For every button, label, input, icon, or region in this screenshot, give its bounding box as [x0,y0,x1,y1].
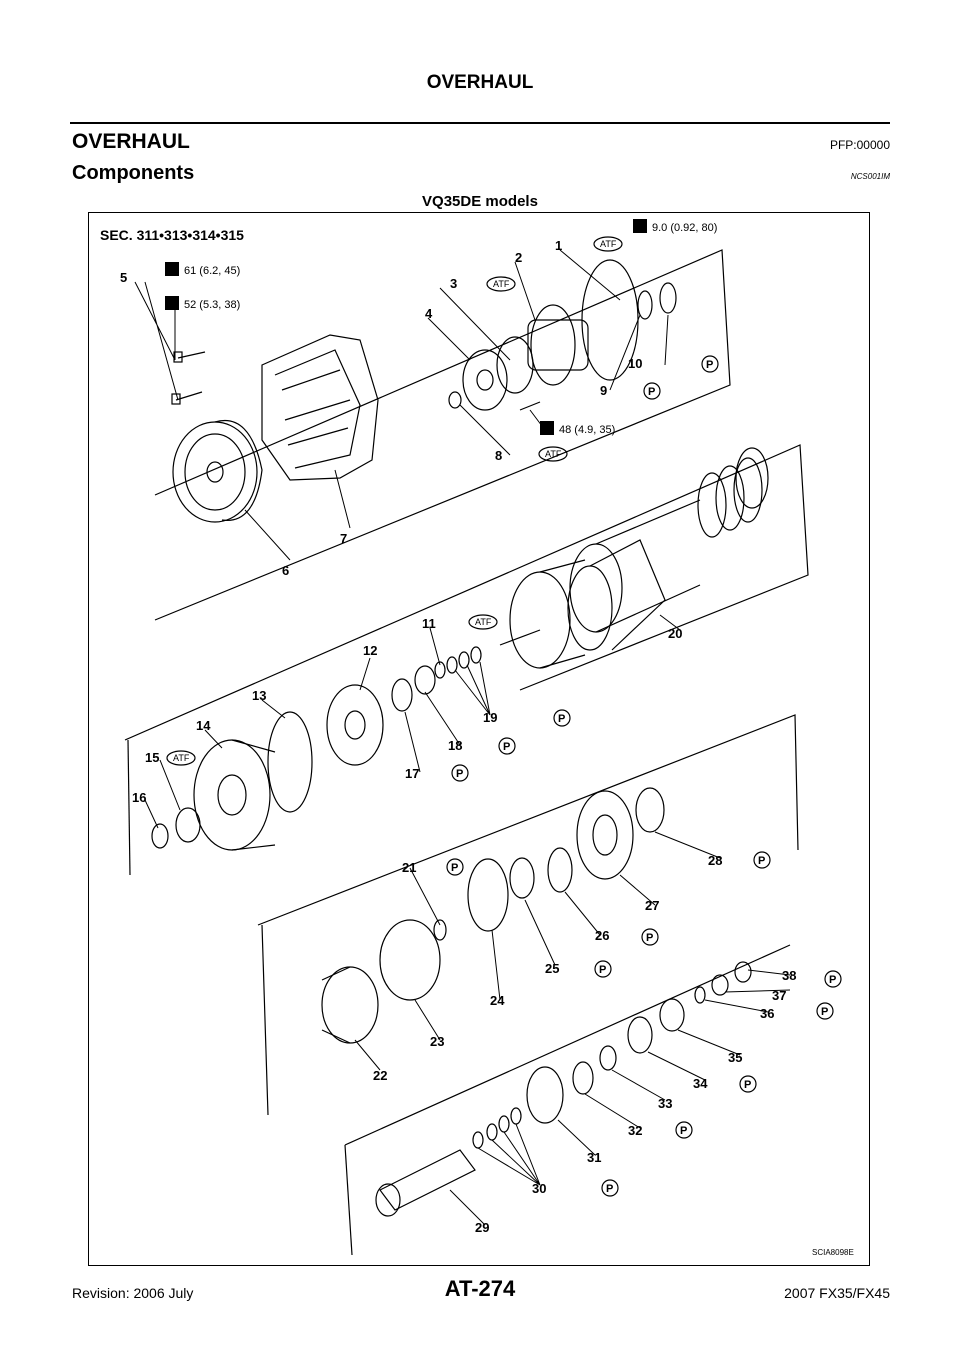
callout-21: 21 [402,860,416,875]
torque-1: 9.0 (0.92, 80) [652,222,717,234]
p-label: P [680,1125,687,1137]
callout-23: 23 [430,1034,444,1049]
p-label: P [456,768,463,780]
callout-22: 22 [373,1068,387,1083]
torque-wrench-icon [165,296,179,310]
revision-date: Revision: 2006 July [72,1285,194,1301]
callout-8: 8 [495,448,502,463]
callout-27: 27 [645,898,659,913]
oil-pump-assembly [448,259,677,411]
p-label: P [744,1079,751,1091]
section-title: OVERHAUL [72,130,190,153]
torque-4: 48 (4.9, 35) [559,424,615,436]
torque-wrench-icon [165,262,179,276]
callout-18: 18 [448,738,462,753]
callout-labels: 1 2 3 4 5 6 7 8 9 10 11 12 13 14 15 16 1… [120,238,796,1235]
callout-17: 17 [405,766,419,781]
callout-7: 7 [340,531,347,546]
callout-13: 13 [252,688,266,703]
p-label: P [606,1183,613,1195]
callout-11: 11 [422,616,436,631]
callout-14: 14 [196,718,211,733]
callout-28: 28 [708,853,722,868]
callout-37: 37 [772,988,786,1003]
torque-3: 52 (5.3, 38) [184,299,240,311]
atf-symbols: ATF ATF ATF ATF ATF [166,236,623,766]
p-label: P [599,964,606,976]
callout-36: 36 [760,1006,774,1021]
callout-19: 19 [483,710,497,725]
atf-label: ATF [475,617,492,627]
p-label: P [558,713,565,725]
header-rule [70,122,890,124]
sec-label: SEC. 311•313•314•315 [100,227,244,243]
atf-label: ATF [545,449,562,459]
converter-housing [261,334,379,481]
torque-values: 9.0 (0.92, 80) 61 (6.2, 45) 52 (5.3, 38)… [165,219,717,436]
p-label: P [758,855,765,867]
p-label: P [648,386,655,398]
p-label: P [706,359,713,371]
callout-6: 6 [282,563,289,578]
leader-lines [134,249,791,1226]
p-symbols: P P P P P P P P P P P P P P [446,355,842,1197]
input-clutch-group [499,447,769,669]
figure-ref-code: SCIA8098E [812,1248,854,1257]
callout-9: 9 [600,383,607,398]
p-label: P [829,974,836,986]
p-label: P [503,741,510,753]
p-label: P [451,862,458,874]
p-label: P [646,932,653,944]
callout-1: 1 [555,238,562,253]
vehicle-model: 2007 FX35/FX45 [784,1285,890,1301]
callout-16: 16 [132,790,146,805]
callout-24: 24 [490,993,505,1008]
callout-35: 35 [728,1050,742,1065]
callout-25: 25 [545,961,559,976]
callout-32: 32 [628,1123,642,1138]
callout-31: 31 [587,1150,601,1165]
output-shaft-parts [375,961,752,1217]
housing-bolts [171,351,206,405]
group-divider-lines [124,249,809,1256]
torque-wrench-icon [540,421,554,435]
running-header: OVERHAUL [426,72,534,93]
figure-caption: VQ35DE models [422,193,538,210]
figure-frame [88,212,870,1266]
callout-38: 38 [782,968,796,983]
torque-2: 61 (6.2, 45) [184,265,240,277]
rear-clutch-parts [321,787,665,1044]
callout-2: 2 [515,250,522,265]
callout-15: 15 [145,750,159,765]
atf-label: ATF [493,279,510,289]
torque-converter [172,420,263,523]
atf-label: ATF [173,753,190,763]
callout-34: 34 [693,1076,708,1091]
callout-12: 12 [363,643,377,658]
callout-29: 29 [475,1220,489,1235]
callout-30: 30 [532,1181,546,1196]
atf-label: ATF [600,239,617,249]
torque-wrench-icon [633,219,647,233]
page-number: AT-274 [444,1276,516,1301]
subsection-code: NCS001IM [850,172,890,181]
callout-26: 26 [595,928,609,943]
callout-10: 10 [628,356,642,371]
middle-parts [151,646,482,851]
callout-4: 4 [425,306,433,321]
callout-33: 33 [658,1096,672,1111]
callout-3: 3 [450,276,457,291]
section-code: PFP:00000 [829,138,890,152]
p-label: P [821,1006,828,1018]
callout-20: 20 [668,626,682,641]
subsection-title: Components [72,162,195,184]
callout-5: 5 [120,270,127,285]
